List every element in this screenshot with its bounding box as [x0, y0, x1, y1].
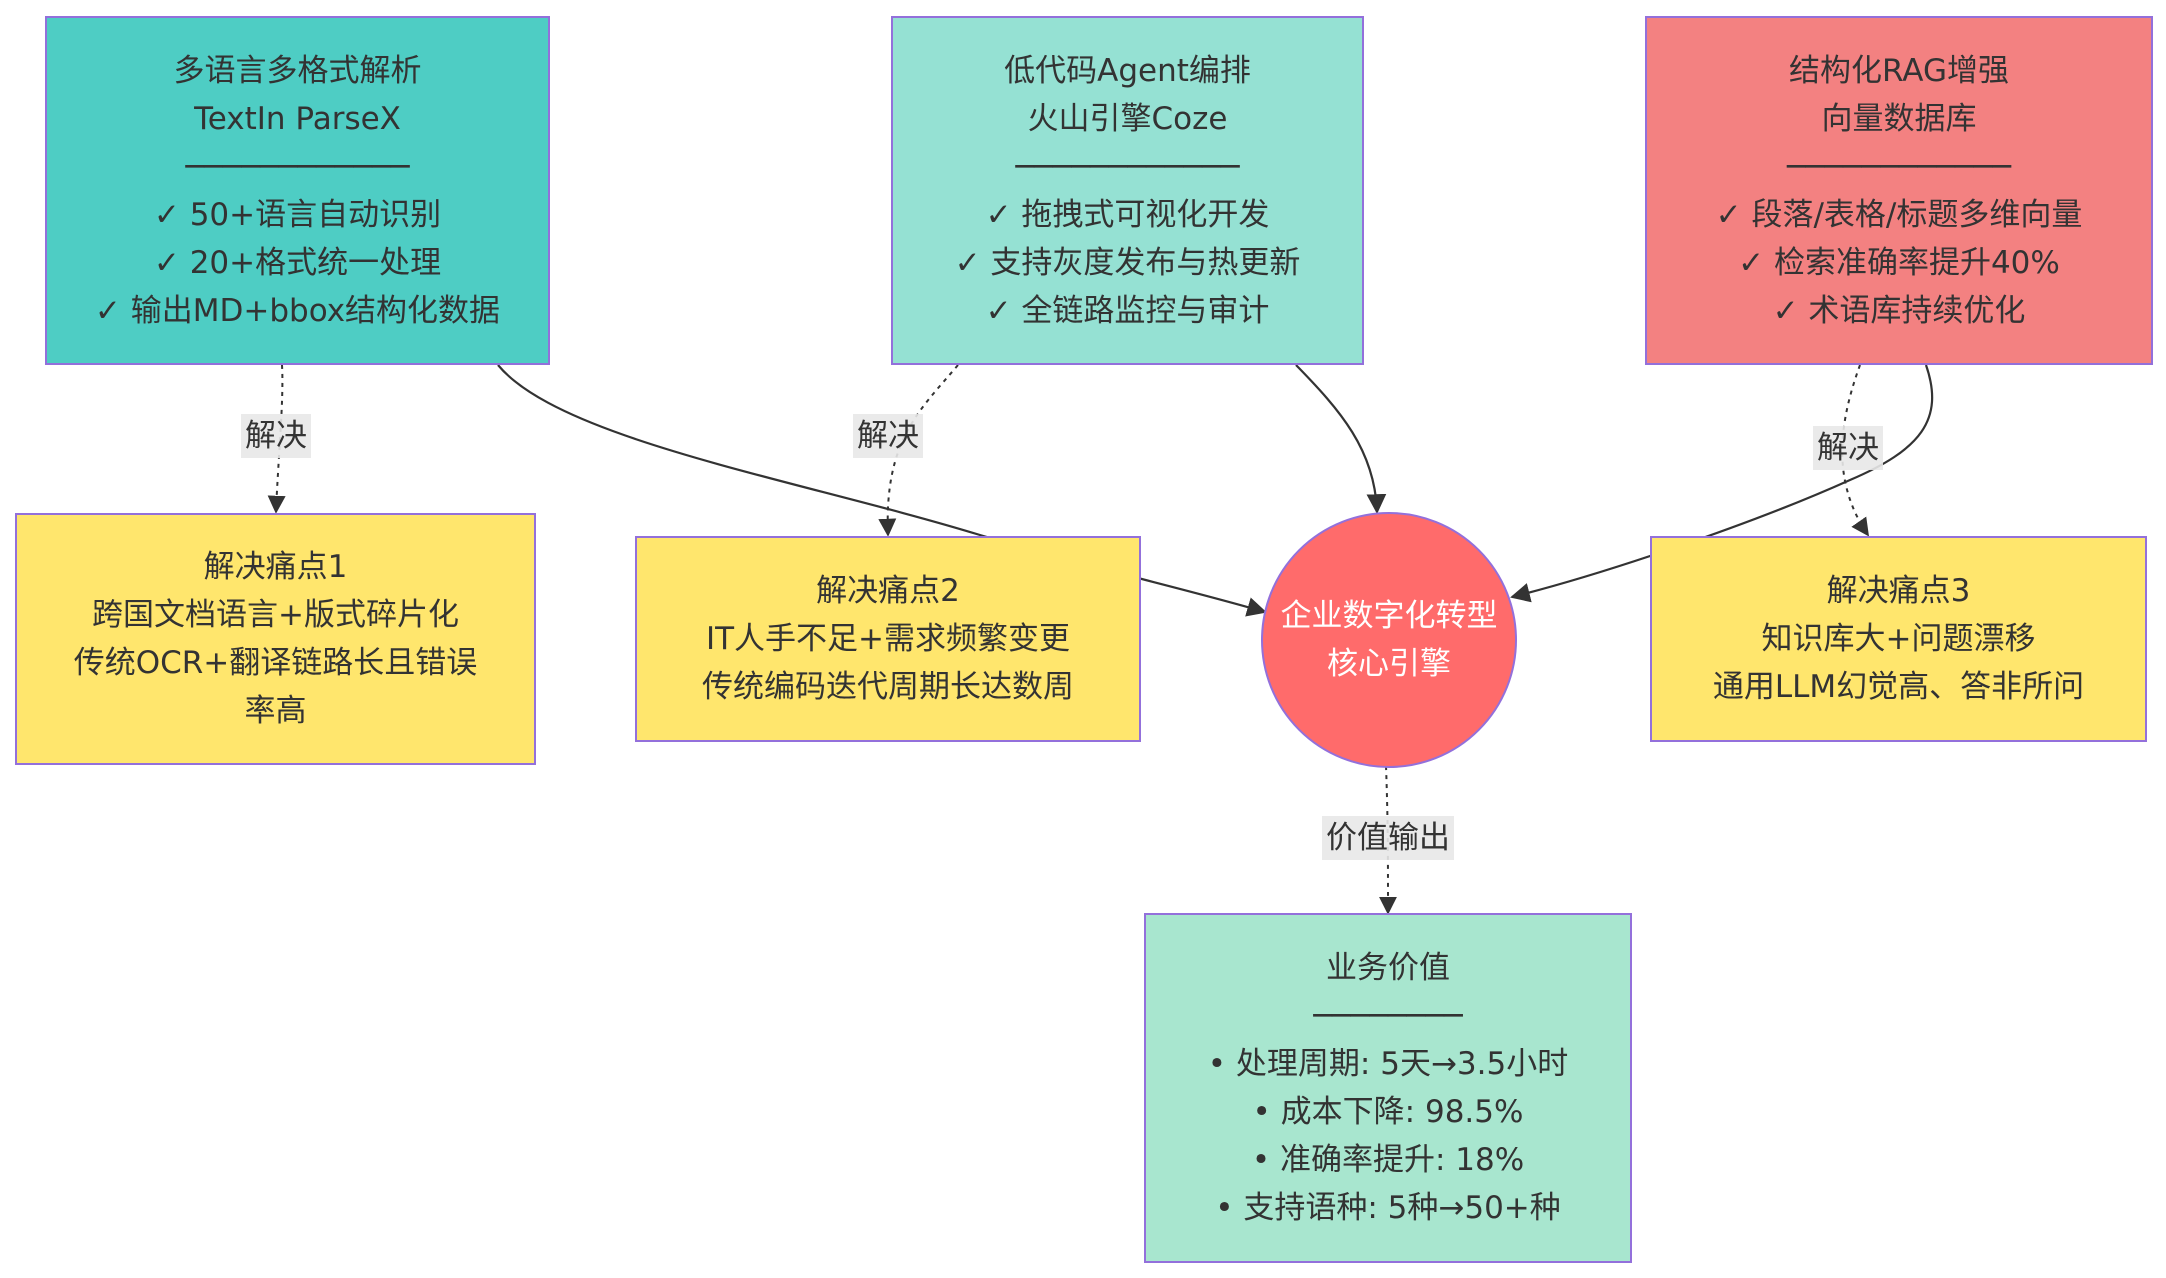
node-text: 通用LLM幻觉高、答非所问 [1712, 669, 2085, 705]
node-subtitle: 核心引擎 [1327, 646, 1451, 682]
node-item: • 支持语种: 5种→50+种 [1215, 1190, 1561, 1226]
node-pain-point-1: 解决痛点1 跨国文档语言+版式碎片化 传统OCR+翻译链路长且错误率高 [15, 513, 536, 765]
node-title: 解决痛点1 [203, 549, 348, 585]
edge-rag-to-pain3 [1841, 364, 1870, 537]
node-lowcode-agent: 低代码Agent编排 火山引擎Coze ──────────── ✓ 拖拽式可视… [891, 16, 1364, 365]
edge-parse-to-core [497, 364, 1267, 617]
edge-agent-to-core [1295, 364, 1387, 514]
node-subtitle: TextIn ParseX [194, 100, 401, 137]
edge-label-value-output: 价值输出 [1322, 816, 1454, 860]
node-business-value: 业务价值 ──────── • 处理周期: 5天→3.5小时 • 成本下降: 9… [1144, 913, 1632, 1263]
node-text: 传统OCR+翻译链路长且错误率高 [73, 645, 478, 729]
edge-label-solve-3: 解决 [1813, 426, 1883, 470]
node-item: ✓ 支持灰度发布与热更新 [954, 244, 1301, 281]
node-subtitle: 火山引擎Coze [1027, 100, 1228, 137]
node-title: 企业数字化转型 [1280, 598, 1498, 634]
node-text: 跨国文档语言+版式碎片化 [92, 597, 459, 633]
node-item: ✓ 拖拽式可视化开发 [985, 196, 1270, 233]
node-item: ✓ 20+格式统一处理 [153, 244, 442, 281]
node-item: ✓ 50+语言自动识别 [153, 196, 442, 233]
node-item: • 成本下降: 98.5% [1252, 1094, 1524, 1130]
edge-label-solve-2: 解决 [853, 414, 923, 458]
edge-parse-to-pain1 [267, 364, 286, 514]
node-item: ✓ 输出MD+bbox结构化数据 [94, 292, 501, 329]
node-divider: ──────────── [185, 148, 410, 185]
node-core-engine: 企业数字化转型 核心引擎 [1261, 512, 1517, 768]
node-pain-point-3: 解决痛点3 知识库大+问题漂移 通用LLM幻觉高、答非所问 [1650, 536, 2147, 742]
node-item: ✓ 段落/表格/标题多维向量 [1715, 196, 2083, 233]
edge-label-solve-1: 解决 [241, 414, 311, 458]
node-title: 解决痛点3 [1826, 573, 1971, 609]
node-item: ✓ 全链路监控与审计 [985, 292, 1270, 329]
node-pain-point-2: 解决痛点2 IT人手不足+需求频繁变更 传统编码迭代周期长达数周 [635, 536, 1141, 742]
node-divider: ──────────── [1787, 148, 2011, 185]
edge-rag-to-core [1510, 364, 1934, 603]
node-title: 解决痛点2 [816, 573, 960, 609]
node-title: 多语言多格式解析 [173, 52, 422, 89]
node-multilingual-parsing: 多语言多格式解析 TextIn ParseX ──────────── ✓ 50… [45, 16, 550, 365]
node-text: 知识库大+问题漂移 [1761, 621, 2036, 657]
node-divider: ──────────── [1015, 148, 1240, 185]
node-item: • 准确率提升: 18% [1251, 1142, 1525, 1178]
node-item: ✓ 术语库持续优化 [1772, 292, 2026, 329]
node-item: ✓ 检索准确率提升40% [1738, 244, 2060, 281]
node-title: 结构化RAG增强 [1789, 52, 2009, 89]
node-title: 业务价值 [1326, 950, 1450, 986]
node-divider: ──────── [1313, 998, 1463, 1034]
node-subtitle: 向量数据库 [1821, 100, 1977, 137]
node-text: 传统编码迭代周期长达数周 [702, 669, 1074, 705]
node-title: 低代码Agent编排 [1004, 52, 1251, 89]
node-text: IT人手不足+需求频繁变更 [705, 621, 1071, 657]
node-item: • 处理周期: 5天→3.5小时 [1207, 1046, 1569, 1082]
node-structured-rag: 结构化RAG增强 向量数据库 ──────────── ✓ 段落/表格/标题多维… [1645, 16, 2153, 365]
